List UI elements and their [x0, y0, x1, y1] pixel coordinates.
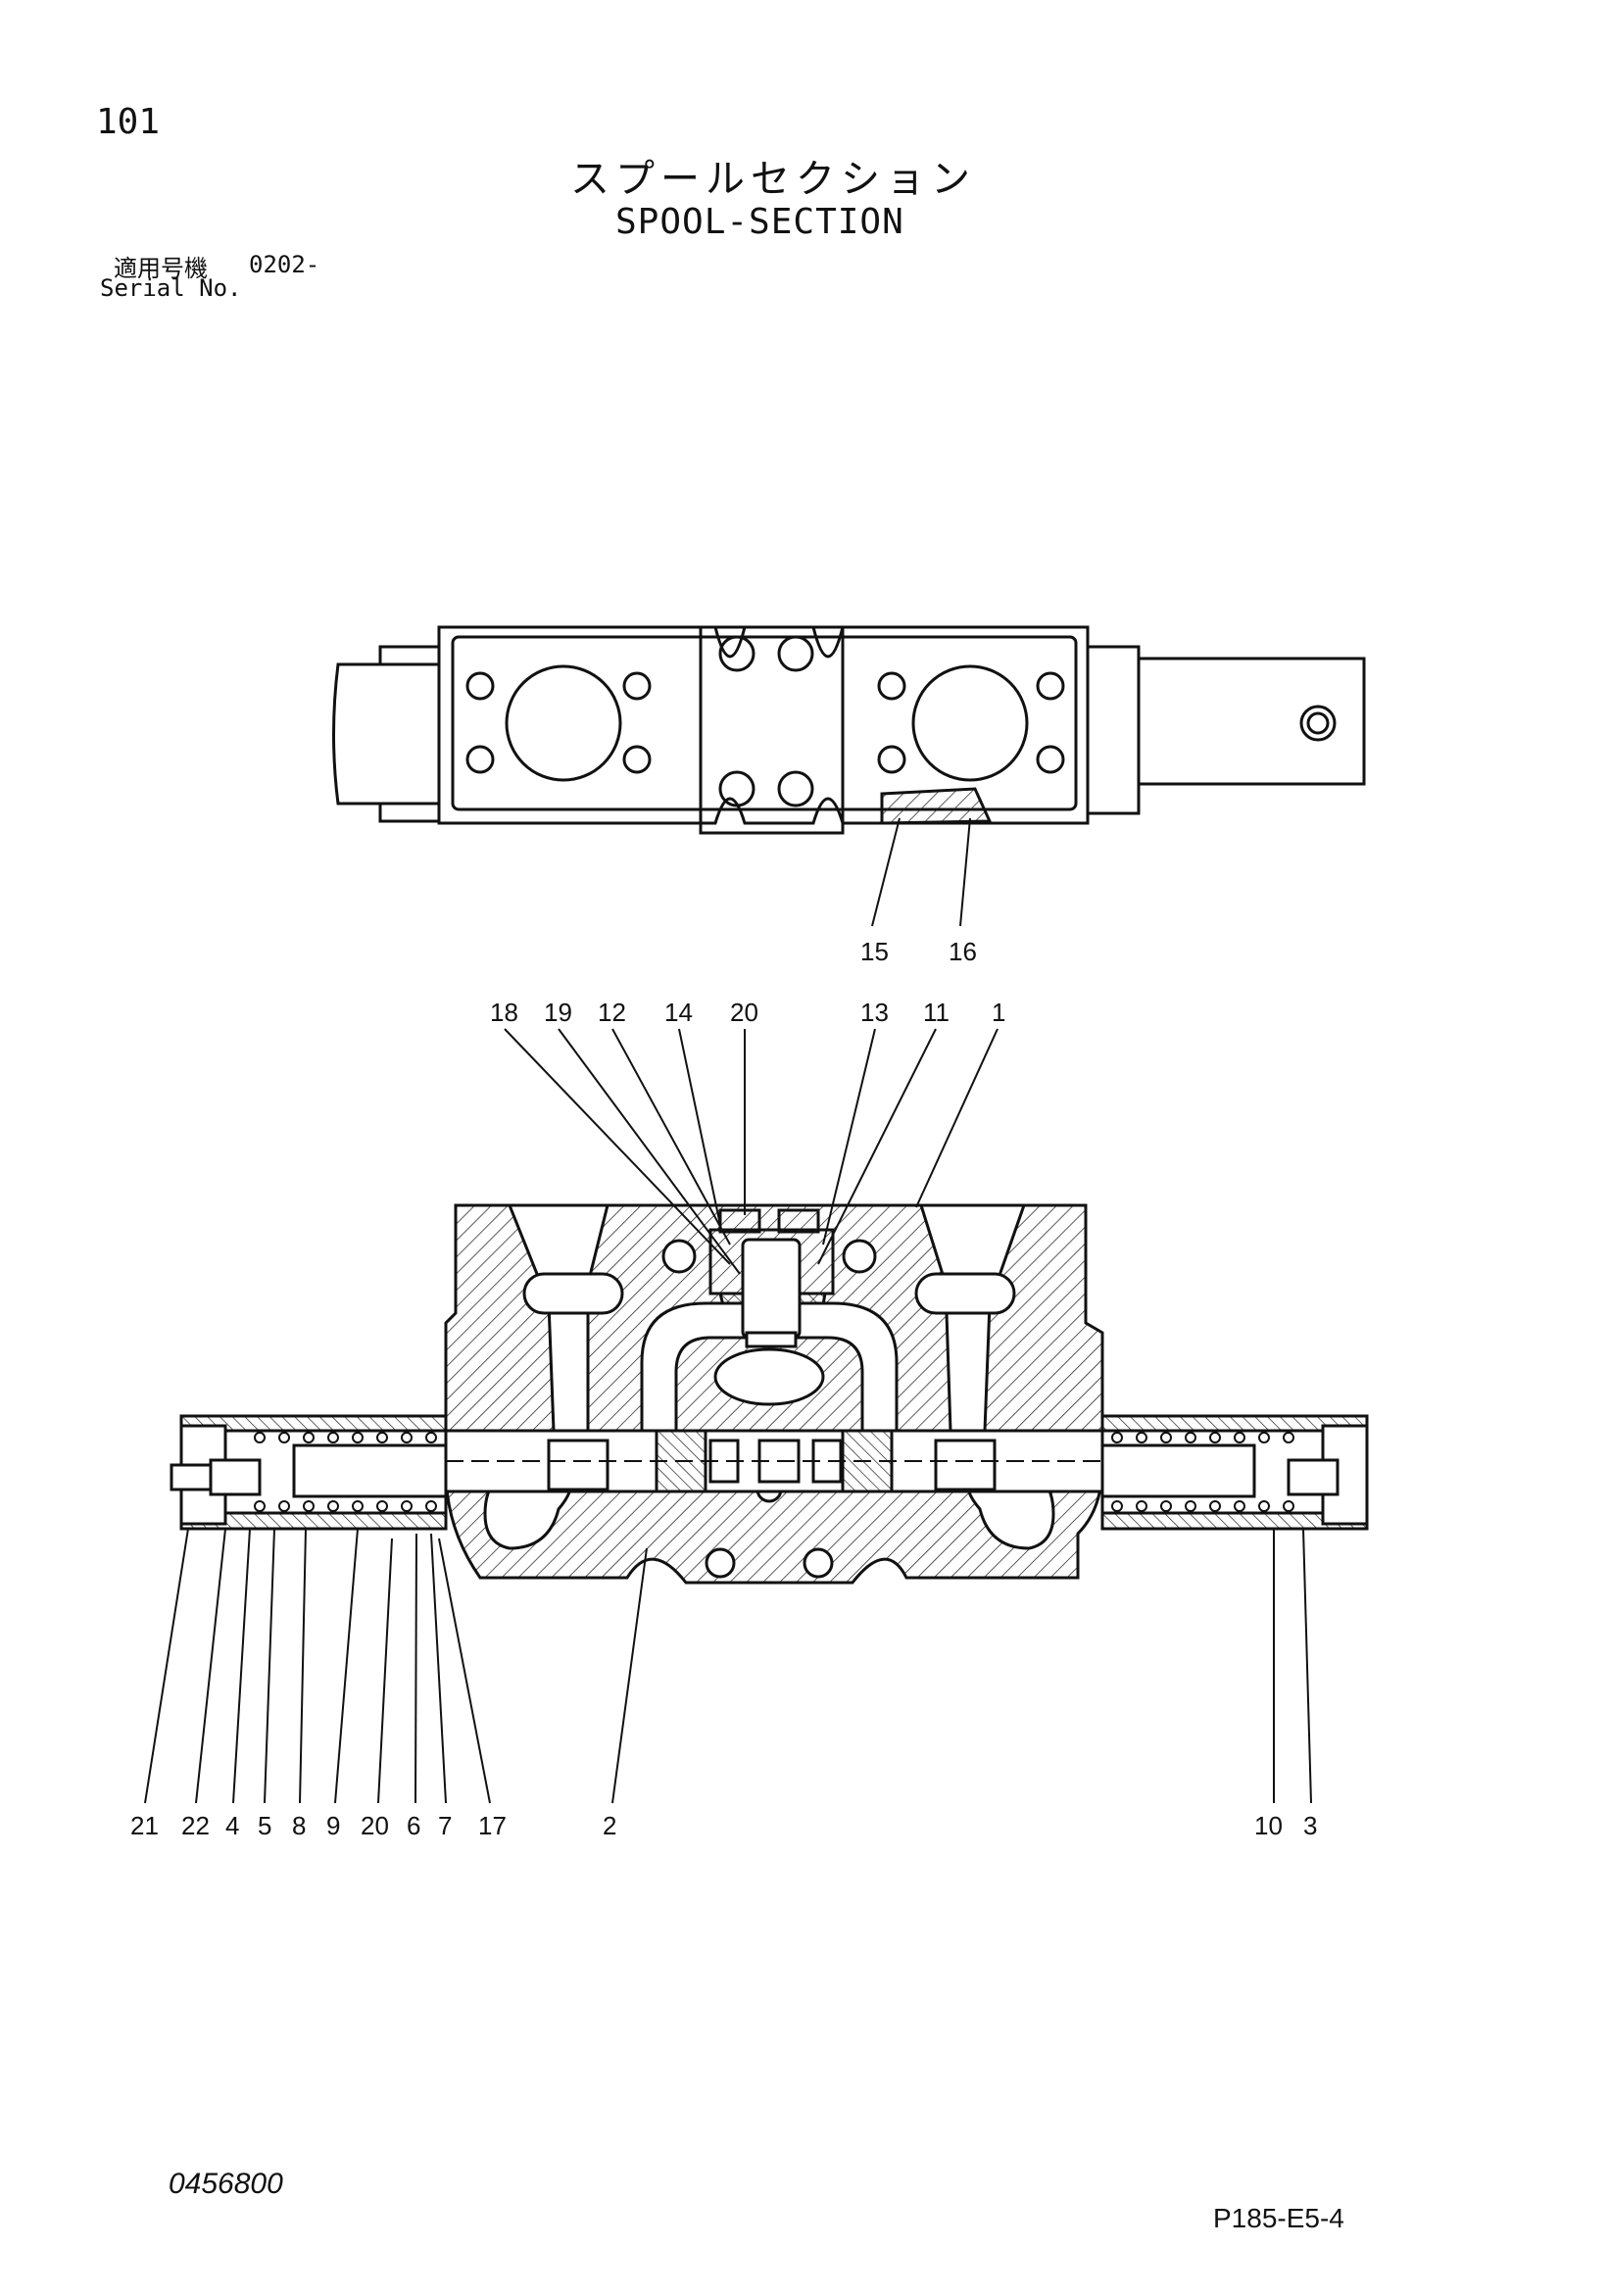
callout-17: 17 — [478, 1811, 507, 1840]
callout-leaders — [144, 1028, 1312, 1804]
callout-4: 4 — [225, 1811, 239, 1840]
callout-8: 8 — [292, 1811, 306, 1840]
callout-12: 12 — [598, 998, 626, 1027]
callout-1: 1 — [992, 998, 1005, 1027]
callout-3: 3 — [1303, 1811, 1317, 1840]
page-code: P185-E5-4 — [1213, 2203, 1344, 2233]
callout-9: 9 — [326, 1811, 340, 1840]
callout-20-top: 20 — [730, 998, 758, 1027]
document-code: 0456800 — [169, 2168, 283, 2200]
callout-5: 5 — [258, 1811, 271, 1840]
callout-15: 15 — [860, 937, 889, 966]
callout-13: 13 — [860, 998, 889, 1027]
callouts: 15 16 18 19 12 14 20 13 11 1 21 22 4 5 8… — [130, 937, 1317, 1840]
callout-22: 22 — [181, 1811, 210, 1840]
callout-2: 2 — [603, 1811, 616, 1840]
page-title-japanese: スプールセクション — [570, 157, 976, 202]
callout-18: 18 — [490, 998, 518, 1027]
callout-6: 6 — [407, 1811, 420, 1840]
callout-7: 7 — [438, 1811, 452, 1840]
serial-value: 0202- — [249, 251, 320, 278]
page-number: 101 — [96, 102, 161, 142]
top-view — [332, 625, 1366, 927]
serial-label-japanese: 適用号機 — [114, 255, 208, 282]
callout-20-bottom: 20 — [361, 1811, 389, 1840]
callout-19: 19 — [544, 998, 572, 1027]
section-view — [170, 1203, 1369, 1585]
page-title: SPOOL-SECTION — [615, 202, 904, 242]
serial-label: Serial No. — [100, 274, 242, 302]
callout-16: 16 — [949, 937, 977, 966]
callout-10: 10 — [1254, 1811, 1283, 1840]
callout-11: 11 — [923, 998, 950, 1027]
callout-21: 21 — [130, 1811, 159, 1840]
callout-14: 14 — [664, 998, 693, 1027]
